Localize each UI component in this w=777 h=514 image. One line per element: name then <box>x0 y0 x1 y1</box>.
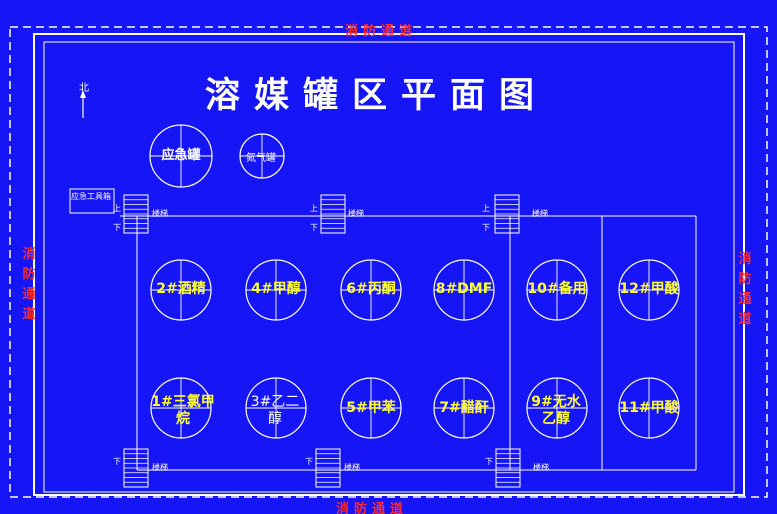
fire-lane-bottom-label: 消防通道 <box>336 502 409 514</box>
stair-down-label: 下 <box>482 223 490 232</box>
nitrogen-tank-label: 氮气罐 <box>246 153 276 164</box>
tank-1-label: 1#三氯甲烷 <box>151 394 215 427</box>
stair-down-label: 下 <box>113 457 121 466</box>
north-arrow-head-icon <box>80 90 86 98</box>
stair-up-label: 上 <box>482 204 490 213</box>
emergency-toolbox <box>69 188 115 214</box>
stair-up-label: 上 <box>113 204 121 213</box>
tank-7-label: 7#醋酐 <box>439 400 489 416</box>
stair-down-label: 下 <box>310 223 318 232</box>
plan-title: 溶媒罐区平面图 <box>205 76 549 116</box>
site-boundary <box>33 33 745 496</box>
stair-down-label: 下 <box>113 223 121 232</box>
fire-lane-top-label: 消防通道 <box>345 24 418 39</box>
tank-10-label: 10#备用 <box>527 281 587 297</box>
stair-label: 楼梯 <box>344 463 360 472</box>
tank-2-label: 2#酒精 <box>156 281 206 297</box>
fire-lane-left-label: 消防通道 <box>22 247 36 322</box>
stair-label: 楼梯 <box>348 209 364 218</box>
north-label: 北 <box>79 83 89 94</box>
emergency-tank-label: 应急罐 <box>161 148 201 163</box>
stair-label: 楼梯 <box>152 463 168 472</box>
stair-down-label: 下 <box>305 457 313 466</box>
stair-up-label: 上 <box>310 204 318 213</box>
tank-9-label: 9#无水乙醇 <box>531 394 581 427</box>
tank-4-label: 4#甲醇 <box>251 281 301 297</box>
tank-3-label: 3#乙二醇 <box>250 394 300 427</box>
stair-label: 楼梯 <box>532 209 548 218</box>
stair-down-label: 下 <box>485 457 493 466</box>
tank-8-label: 8#DMF <box>435 281 493 297</box>
stair-label: 楼梯 <box>152 209 168 218</box>
tank-11-label: 11#甲酸 <box>619 400 679 416</box>
site-inner-boundary <box>43 41 735 493</box>
fire-lane-right-label: 消防通道 <box>738 252 752 327</box>
tank-12-label: 12#甲酸 <box>619 281 679 297</box>
fire-lane-outer-boundary <box>9 26 768 498</box>
emergency-toolbox-label: 应急工具箱 <box>71 192 111 201</box>
stair-label: 楼梯 <box>533 463 549 472</box>
tank-6-label: 6#丙酮 <box>346 281 396 297</box>
tank-5-label: 5#甲苯 <box>346 400 396 416</box>
